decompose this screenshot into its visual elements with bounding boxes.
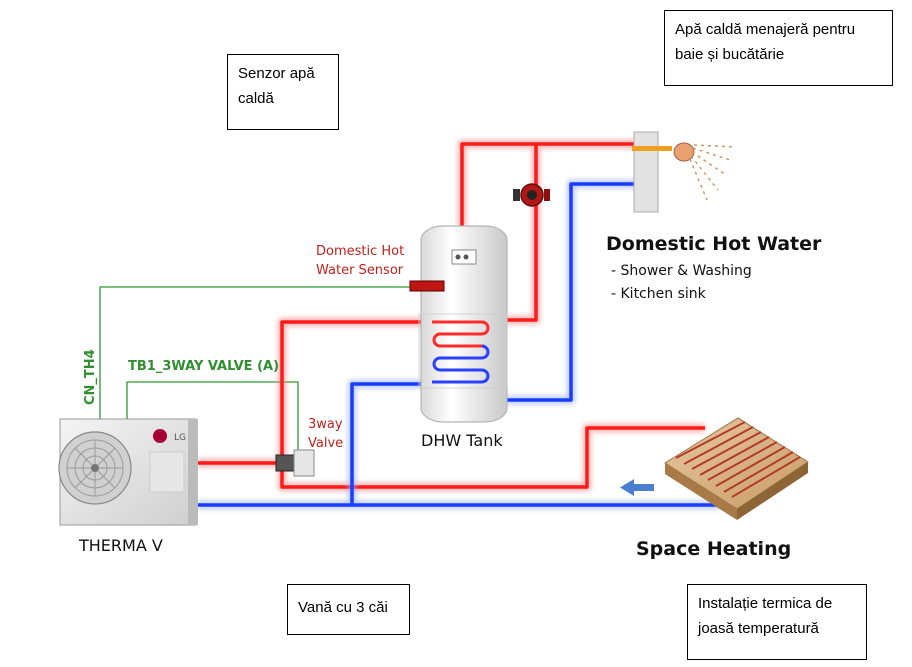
- valve-wire: [126, 381, 299, 457]
- flow-arrow: [620, 479, 654, 496]
- note-low-temp: Instalație termica de joasă temperatură: [687, 584, 867, 660]
- valve-label-line1: 3way: [308, 417, 343, 432]
- valve-label-line2: Valve: [308, 436, 343, 451]
- cn-th4-label: CN_TH4: [83, 349, 98, 405]
- space-heating-label: Space Heating: [636, 538, 791, 560]
- lg-logo-text: LG: [174, 433, 186, 443]
- water-spray: [689, 144, 736, 201]
- three-way-valve: [275, 449, 315, 477]
- dhw-sensor-label-line2: Water Sensor: [316, 263, 404, 278]
- tb1-valve-label: TB1_3WAY VALVE (A): [128, 359, 279, 374]
- circulation-pump: [513, 183, 550, 207]
- dhw-sensor-label-line1: Domestic Hot: [316, 244, 404, 259]
- dhw-title: Domestic Hot Water: [606, 233, 822, 255]
- dhw-item-shower: - Shower & Washing: [611, 263, 752, 279]
- lg-logo: [153, 429, 167, 443]
- dhw-tank: [409, 225, 508, 423]
- cold-pipes: [198, 179, 720, 510]
- shower-fixture: [632, 131, 736, 213]
- dhw-tank-label: DHW Tank: [421, 431, 503, 450]
- note-valve: Vană cu 3 căi: [287, 584, 410, 635]
- dhw-item-kitchen: - Kitchen sink: [611, 286, 707, 302]
- note-sensor: Senzor apă caldă: [227, 54, 339, 130]
- tank-coil: [432, 320, 490, 384]
- therma-v-label: THERMA V: [78, 536, 163, 555]
- heating-loops: [675, 421, 801, 498]
- note-dhw-use: Apă caldă menajeră pentru baie și bucătă…: [664, 10, 893, 86]
- signal-wires: [99, 286, 412, 457]
- underfloor-heating: [664, 417, 809, 520]
- sensor-wire: [99, 286, 412, 420]
- outdoor-unit: LG: [58, 418, 198, 526]
